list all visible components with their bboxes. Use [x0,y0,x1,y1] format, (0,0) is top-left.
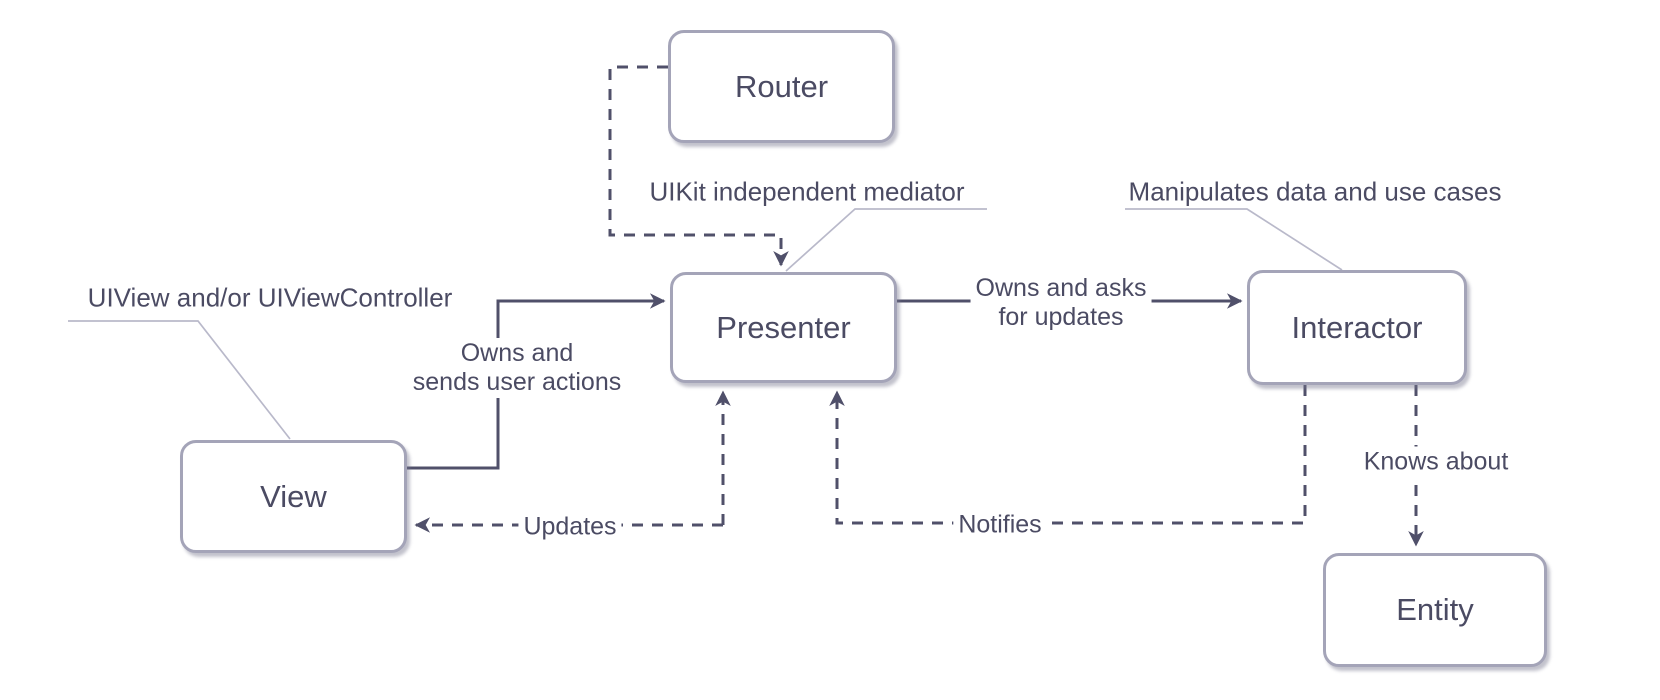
node-presenter-label: Presenter [716,309,851,345]
edge-label-line: Owns and asks [975,274,1147,302]
edge-router-presenter-line [608,65,789,267]
edge-label-notifies: Notifies [953,509,1047,541]
node-router-label: Router [734,68,829,104]
annotation-manipulates-data-use-cases: Manipulates data and use cases [1128,176,1502,207]
node-interactor: Interactor [1247,270,1467,385]
edge-label-line: Owns and [460,339,574,367]
leader-interactor-note [1125,208,1343,271]
edge-label-owns-and-sends-user-actions: Owns and sends user actions [407,338,627,398]
edge-label-line: sends user actions [412,368,622,396]
annotation-uikit-independent-mediator: UIKit independent mediator [649,176,965,207]
leader-presenter-note [785,208,987,272]
node-entity: Entity [1323,553,1547,667]
node-interactor-label: Interactor [1291,309,1423,345]
node-router: Router [668,30,895,143]
annotation-uiview-uiviewcontroller: UIView and/or UIViewController [87,282,453,313]
edge-label-line: for updates [998,303,1124,331]
node-entity-label: Entity [1396,592,1474,627]
node-view-label: View [260,478,327,514]
leader-view-note [68,320,291,440]
edge-label-owns-and-asks-for-updates: Owns and asks for updates [970,273,1152,333]
edge-label-updates: Updates [518,511,622,543]
edge-interactor-presenter-line [829,385,1307,525]
edge-label-knows-about: Knows about [1358,446,1514,478]
node-view: View [180,440,407,553]
node-presenter: Presenter [670,272,897,383]
